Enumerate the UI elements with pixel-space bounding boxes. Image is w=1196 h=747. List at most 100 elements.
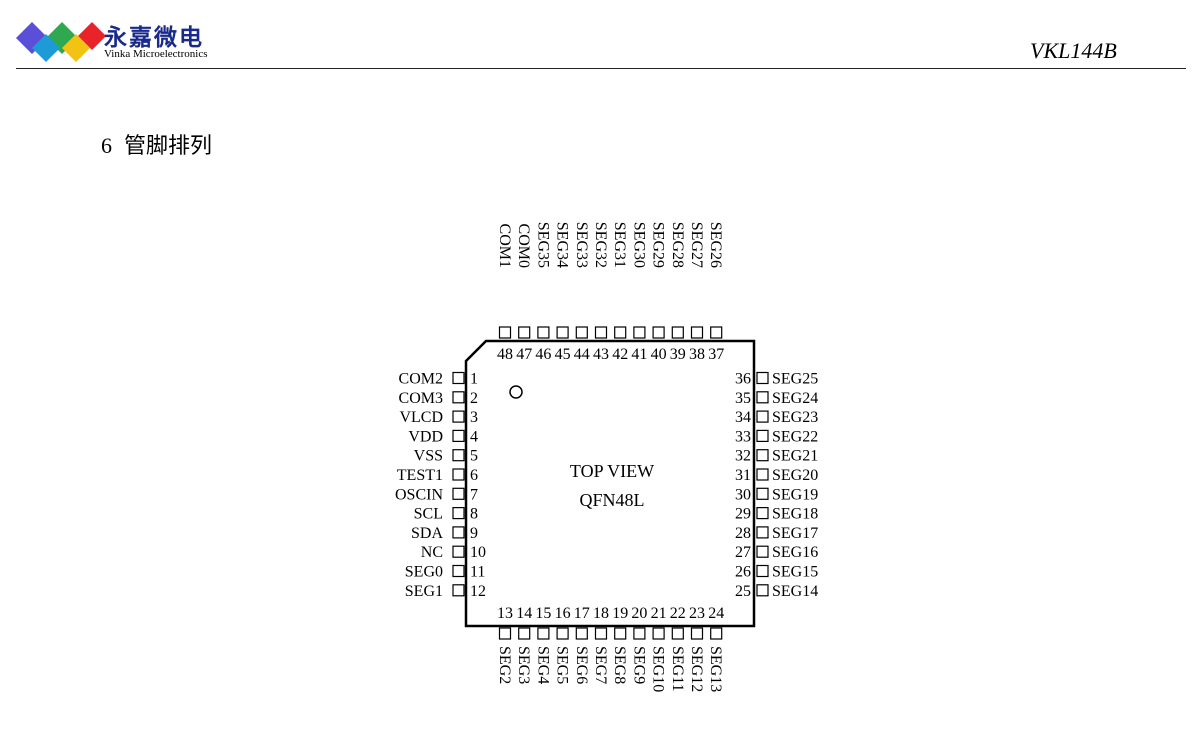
pin-number-left: 3 xyxy=(470,409,478,426)
pin-name-left: SEG1 xyxy=(405,583,443,600)
pin-name-right: SEG25 xyxy=(772,371,818,388)
pin-name-right: SEG14 xyxy=(772,583,818,600)
pin-pad-left xyxy=(452,564,465,578)
pin-number-left: 4 xyxy=(470,428,478,445)
pin-number-right: 35 xyxy=(735,390,751,407)
pin-pad-top xyxy=(633,326,646,339)
pin-number-top: 48 xyxy=(497,346,513,363)
pin-number-top: 45 xyxy=(555,346,571,363)
pin-number-right: 31 xyxy=(735,467,751,484)
pin-number-bottom: 19 xyxy=(612,605,628,622)
pin-name-left: COM3 xyxy=(399,390,443,407)
pin-name-left: OSCIN xyxy=(395,486,443,503)
pin-pad-right xyxy=(756,507,769,520)
pin-name-right: SEG15 xyxy=(772,564,818,581)
pin-number-right: 34 xyxy=(735,409,751,426)
company-name-en: Vinka Microelectronics xyxy=(104,48,208,60)
pin-name-bottom: SEG12 xyxy=(688,646,705,692)
pin-pad-bottom xyxy=(652,627,665,640)
pin-number-left: 1 xyxy=(470,371,478,388)
pin-pad-left xyxy=(452,526,465,539)
pin-pad-top xyxy=(594,326,608,339)
pin-name-left: COM2 xyxy=(399,371,443,388)
pin-pad-right xyxy=(756,564,769,578)
pin-number-left: 11 xyxy=(470,564,485,581)
pin-number-bottom: 15 xyxy=(535,605,551,622)
pin-number-top: 38 xyxy=(689,346,705,363)
pin-name-left: SCL xyxy=(414,506,443,523)
pin-pad-right xyxy=(756,449,769,462)
pin-name-top: SEG35 xyxy=(534,222,551,268)
pin-pad-bottom xyxy=(710,627,723,640)
pin-number-top: 44 xyxy=(574,346,590,363)
pin-pad-bottom xyxy=(498,627,512,640)
pin-number-bottom: 20 xyxy=(631,605,647,622)
pin-number-left: 8 xyxy=(470,506,478,523)
pin-number-right: 36 xyxy=(735,371,751,388)
pin-number-left: 12 xyxy=(470,583,486,600)
pin-pad-left xyxy=(452,468,465,481)
pin-name-top: COM0 xyxy=(515,224,532,268)
pin-name-bottom: SEG6 xyxy=(573,646,590,684)
pin-pad-top xyxy=(671,326,684,339)
pin-pad-top xyxy=(710,326,723,339)
logo-diamond-yellow xyxy=(62,34,90,62)
pin-name-bottom: SEG2 xyxy=(496,646,513,684)
pin-name-bottom: SEG10 xyxy=(650,646,667,692)
pin-pad-right xyxy=(756,526,769,539)
pin-number-top: 37 xyxy=(708,346,724,363)
pin-number-bottom: 14 xyxy=(516,605,532,622)
pin-pad-left xyxy=(452,507,465,520)
pin-name-top: SEG29 xyxy=(650,222,667,268)
company-name-cn: 永嘉微电 xyxy=(104,25,204,51)
pin-pad-top xyxy=(537,326,550,339)
pin-number-right: 32 xyxy=(735,448,751,465)
pin-name-right: SEG16 xyxy=(772,544,818,561)
section-heading: 6 管脚排列 xyxy=(101,128,212,160)
chip-body xyxy=(464,339,756,628)
pin-pad-top xyxy=(652,326,665,339)
pin-name-bottom: SEG4 xyxy=(534,646,551,684)
header-divider xyxy=(16,68,1186,69)
pin-pad-right xyxy=(756,545,769,558)
pin-pad-left xyxy=(452,391,465,404)
pin-pad-right xyxy=(756,429,769,442)
section-number: 6 xyxy=(101,133,112,158)
pin-name-bottom: SEG11 xyxy=(669,646,686,692)
pin-name-left: VLCD xyxy=(399,409,443,426)
pin-name-top: SEG27 xyxy=(688,222,705,268)
pin-number-right: 27 xyxy=(735,544,751,561)
pin-name-bottom: SEG13 xyxy=(707,646,724,692)
pin-number-right: 25 xyxy=(735,583,751,600)
pin-pad-top xyxy=(690,326,704,339)
pin-pad-left xyxy=(452,371,465,385)
pin-name-top: COM1 xyxy=(496,224,513,268)
chip-package-label: QFN48L xyxy=(579,490,644,510)
logo-diamond-blue xyxy=(32,34,60,62)
pin-pad-top xyxy=(556,326,569,339)
pin-pad-bottom xyxy=(556,627,569,640)
pin-number-bottom: 23 xyxy=(689,605,705,622)
pin-pad-bottom xyxy=(614,627,627,640)
section-title: 管脚排列 xyxy=(124,134,213,159)
pin-number-right: 33 xyxy=(735,428,751,445)
pin-number-right: 26 xyxy=(735,564,751,581)
pin-name-right: SEG20 xyxy=(772,467,818,484)
pin-name-left: NC xyxy=(421,544,443,561)
pin-number-bottom: 18 xyxy=(593,605,609,622)
pin-pad-right xyxy=(756,410,769,423)
pin-number-top: 43 xyxy=(593,346,609,363)
pin-pad-right xyxy=(756,391,769,404)
pin-pad-top xyxy=(498,326,512,339)
page-header: 永嘉微电 Vinka Microelectronics VKL144B xyxy=(0,0,1196,72)
pin-number-right: 28 xyxy=(735,525,751,542)
pin-number-top: 46 xyxy=(535,346,551,363)
pin-name-top: SEG33 xyxy=(573,222,590,268)
pin-name-right: SEG18 xyxy=(772,506,818,523)
pin-number-left: 6 xyxy=(470,467,478,484)
pin-pad-left xyxy=(452,449,465,462)
pin-name-top: SEG34 xyxy=(554,222,571,268)
pin-name-top: SEG30 xyxy=(630,222,647,268)
